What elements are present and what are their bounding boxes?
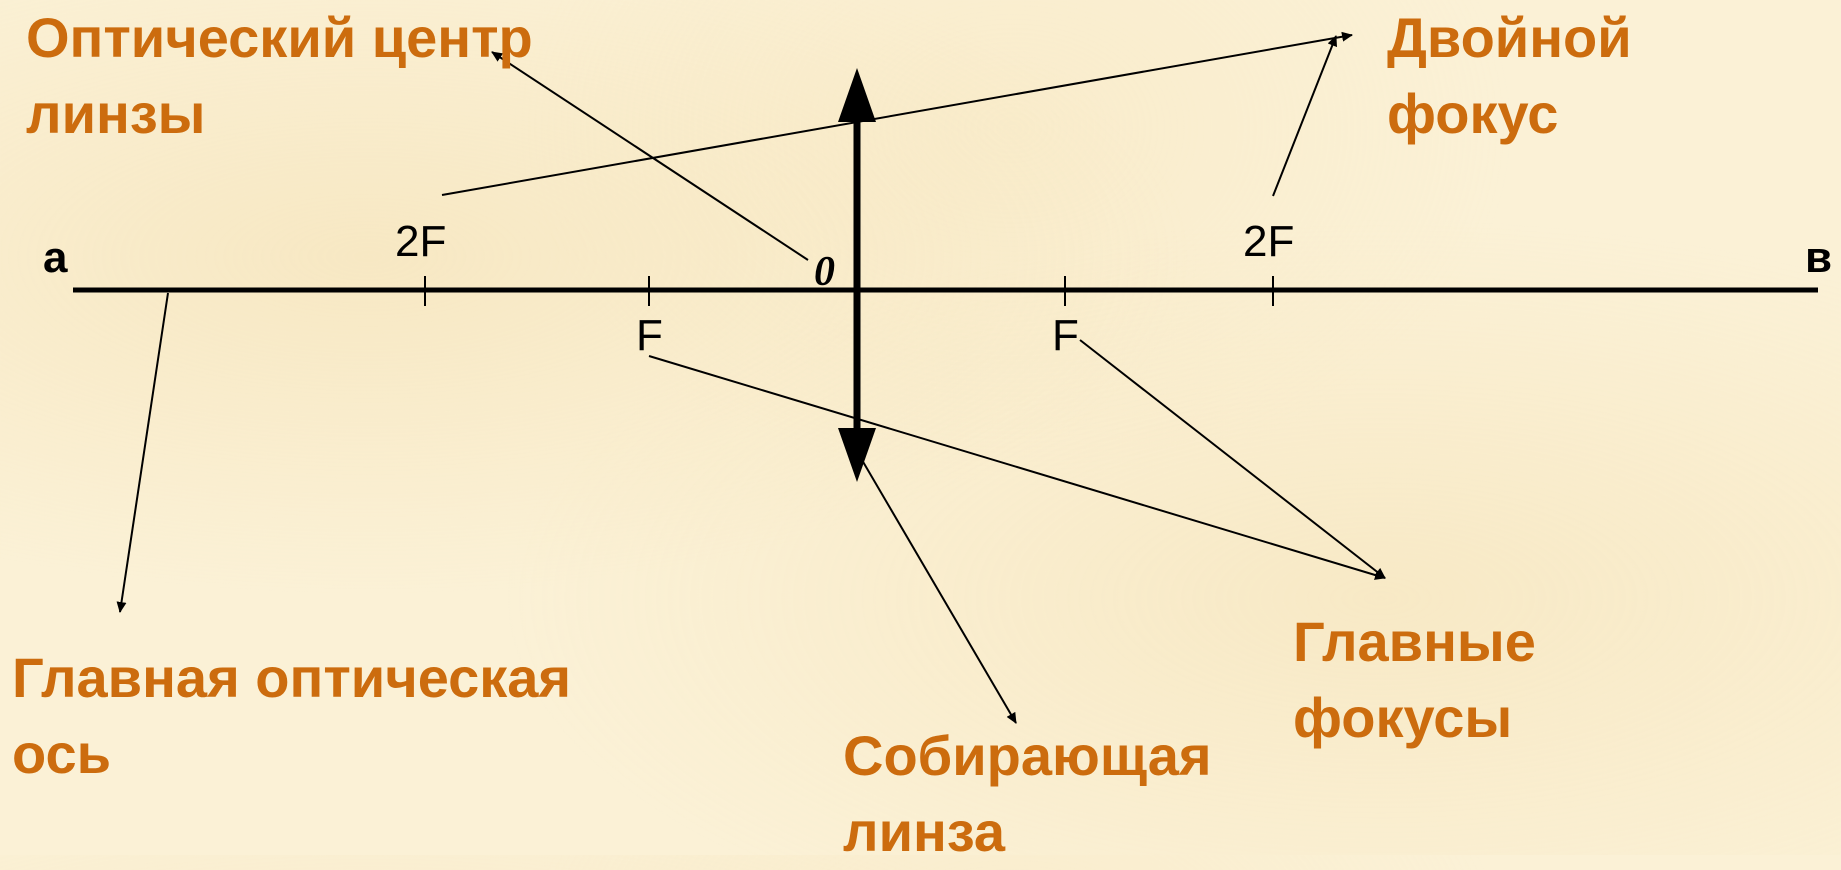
pointer-main-focus-right [1079,339,1386,579]
optical-center-caption-line-2: линзы [26,82,206,145]
right-double-focus-label: 2F [1243,217,1294,266]
pointer-main-focus-left [648,355,1386,580]
main-foci-caption-line-1: Главные [1293,610,1536,673]
optical-center-label: 0 [814,249,835,295]
converging-lens-caption-line-2: линза [843,800,1006,863]
left-double-focus-label: 2F [395,217,446,266]
main-foci-caption: Главные фокусы [1293,604,1536,756]
axis-right-end-label: в [1805,233,1832,282]
pointer-optical-center [491,51,809,261]
double-focus-caption: Двойной фокус [1387,0,1632,152]
optical-center-caption-line-1: Оптический центр [26,6,533,69]
left-focus-label: F [636,311,663,360]
main-foci-caption-line-2: фокусы [1293,686,1513,749]
double-focus-caption-line-1: Двойной [1387,6,1632,69]
double-focus-caption-line-2: фокус [1387,82,1559,145]
pointer-double-focus-left [441,31,1353,196]
converging-lens-caption-line-1: Собирающая [843,724,1212,787]
pointer-double-focus-right [1272,35,1337,197]
converging-lens-caption: Собирающая линза [843,718,1212,870]
converging-lens-icon [838,68,876,482]
optical-center-caption: Оптический центр линзы [26,0,533,152]
main-axis-caption-line-1: Главная оптическая [12,646,572,709]
pointer-main-axis [116,292,169,613]
pointer-converging-lens [861,459,1017,724]
main-axis-caption-line-2: ось [12,722,112,785]
right-focus-label: F [1052,311,1079,360]
main-axis-caption: Главная оптическая ось [12,640,571,792]
axis-left-end-label: а [43,233,68,282]
